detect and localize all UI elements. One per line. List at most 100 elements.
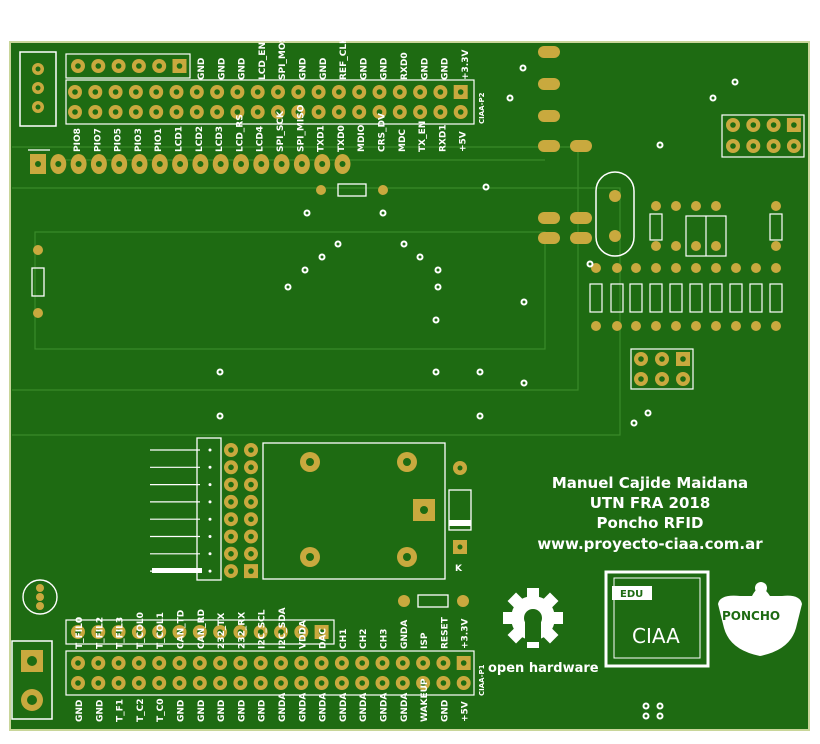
header-bottom-label: GNDA (319, 693, 329, 722)
header-bottom-label: GNDA (400, 693, 410, 722)
header-top-label: DAC (319, 628, 329, 649)
header-top-label: GND (359, 58, 369, 80)
header-cia-p2: GND GND GND LCD_EN SPI_MOSI GND GND REF_CLK GND G… (65, 33, 486, 152)
header-top-label: GND (319, 58, 329, 80)
header-bottom-label: LCD2 (195, 126, 205, 152)
header-bottom-label: GND (217, 700, 227, 722)
header-bottom-label: GNDA (380, 693, 390, 722)
header-bottom-label: GND (75, 700, 85, 722)
header-bottom-label: GNDA (359, 693, 369, 722)
header-bottom-label: TX_EN (418, 121, 428, 152)
header-bottom-label: +5V (459, 131, 469, 152)
header-top-label: CH2 (359, 629, 369, 649)
ciaa-label: CIAA (632, 624, 680, 648)
header-bottom-label: GNDA (298, 693, 308, 722)
header-bottom-label: PIO8 (73, 128, 83, 152)
header-bottom-label: PIO5 (114, 128, 124, 152)
header-top-label: GND (197, 58, 207, 80)
lcd-pad-row (28, 149, 351, 174)
header-top-label: VDDA (298, 620, 308, 649)
edu-ciaa-logo: EDU CIAA (604, 570, 710, 668)
header-bottom-label: T_F1 (116, 699, 126, 722)
header-bottom-label: GNDA (339, 693, 349, 722)
header-bottom-label: CRS_DV (378, 113, 388, 152)
header-middle-2x3 (630, 348, 694, 390)
resistor-left (31, 245, 45, 318)
header-bottom-label: GND (95, 700, 105, 722)
header-top-label: SPI_MOSI (278, 33, 288, 80)
header-bottom-label: T_C0 (156, 698, 166, 722)
header-top-label: CAN_RD (197, 609, 207, 649)
diode-k-label: K (455, 564, 463, 574)
header-bottom-label: GND (237, 700, 247, 722)
header-top-label: LCD_EN (258, 42, 268, 80)
power-terminal (11, 640, 53, 720)
header-bottom-label: WAKEUP (420, 678, 430, 722)
credits-project: Poncho RFID (596, 514, 704, 532)
rfid-module (262, 442, 446, 580)
header-bottom-label: LCD1 (175, 126, 185, 152)
header-top-label: T_FIL2 (95, 617, 105, 649)
header-bottom-label: LCD3 (215, 126, 225, 152)
credits-url: www.proyecto-ciaa.com.ar (537, 535, 763, 553)
header-top-label: GND (238, 58, 248, 80)
header-top-label: 232_TX (217, 613, 227, 649)
header-top-label: GND (420, 58, 430, 80)
connector-3pin-round (22, 579, 58, 615)
header-bottom-label: SPI_MISO (296, 104, 306, 152)
header-bottom-label: GND (197, 700, 207, 722)
header-bottom-label: MDIO (357, 124, 367, 152)
header-top-label: 232_RX (237, 612, 247, 649)
header-top-label: T_COL0 (136, 612, 146, 649)
header-bottom-label: TXD1 (317, 125, 327, 152)
resistor-top-middle (316, 183, 388, 197)
edu-label: EDU (620, 589, 643, 600)
crystal (595, 171, 635, 257)
credits-line4: www.proyecto-ciaa.com.ar (505, 535, 795, 553)
header-bottom-label: RXD1 (438, 124, 448, 152)
header-top-label: RESET (440, 616, 450, 649)
header-name-label: CIAA-P2 (478, 92, 486, 124)
vias (216, 64, 739, 720)
resistor-bottom (398, 594, 469, 608)
header-top-label: GND (441, 58, 451, 80)
header-bottom-label: PIO7 (93, 128, 103, 152)
header-top-label: GND (217, 58, 227, 80)
header-bottom-label: GND (258, 700, 268, 722)
header-top-label: ISP (420, 632, 430, 649)
diode: K (448, 461, 472, 574)
header-top-label: CH1 (339, 629, 349, 649)
header-bottom-label: LCD_RS (235, 114, 245, 152)
header-bottom-label: MDC (398, 129, 408, 152)
header-right-2x4 (721, 114, 805, 158)
header-bottom-label: PIO1 (154, 128, 164, 152)
header-top-label: GND (380, 58, 390, 80)
header-bottom-label: SPI_SCK (276, 110, 286, 152)
right-angle-header (150, 437, 258, 581)
header-bottom-label: TXD0 (337, 125, 347, 152)
header-bottom-label: LCD4 (256, 126, 266, 152)
credits-block: Manuel Cajide Maidana (505, 474, 795, 492)
header-name-label: CIAA-P1 (478, 664, 486, 696)
header-bottom-label: +5V (461, 701, 471, 722)
header-top-label: +3.3V (461, 50, 471, 80)
header-top-label: T_COL1 (156, 612, 166, 649)
header-bottom-label: T_C2 (136, 698, 146, 722)
header-bottom-label: PIO3 (134, 128, 144, 152)
header-top-label: REF_CLK (339, 36, 349, 80)
header-top-label: I2C_SDA (278, 607, 288, 649)
header-top-label: RXD0 (400, 52, 410, 80)
header-top-label: +3.3V (461, 619, 471, 649)
connector-3pin-top-left (19, 51, 57, 127)
header-top-label: T_FIL0 (75, 617, 85, 649)
credits-author: Manuel Cajide Maidana (551, 474, 749, 492)
poncho-label: PONCHO (722, 609, 780, 623)
poncho-logo: PONCHO (718, 582, 802, 656)
header-top-label: I2C_SCL (258, 609, 268, 649)
open-hardware-label: open hardware (488, 661, 599, 676)
resistor-bank (589, 201, 783, 331)
header-small-top (65, 53, 191, 79)
header-top-label: GNDA (400, 620, 410, 649)
